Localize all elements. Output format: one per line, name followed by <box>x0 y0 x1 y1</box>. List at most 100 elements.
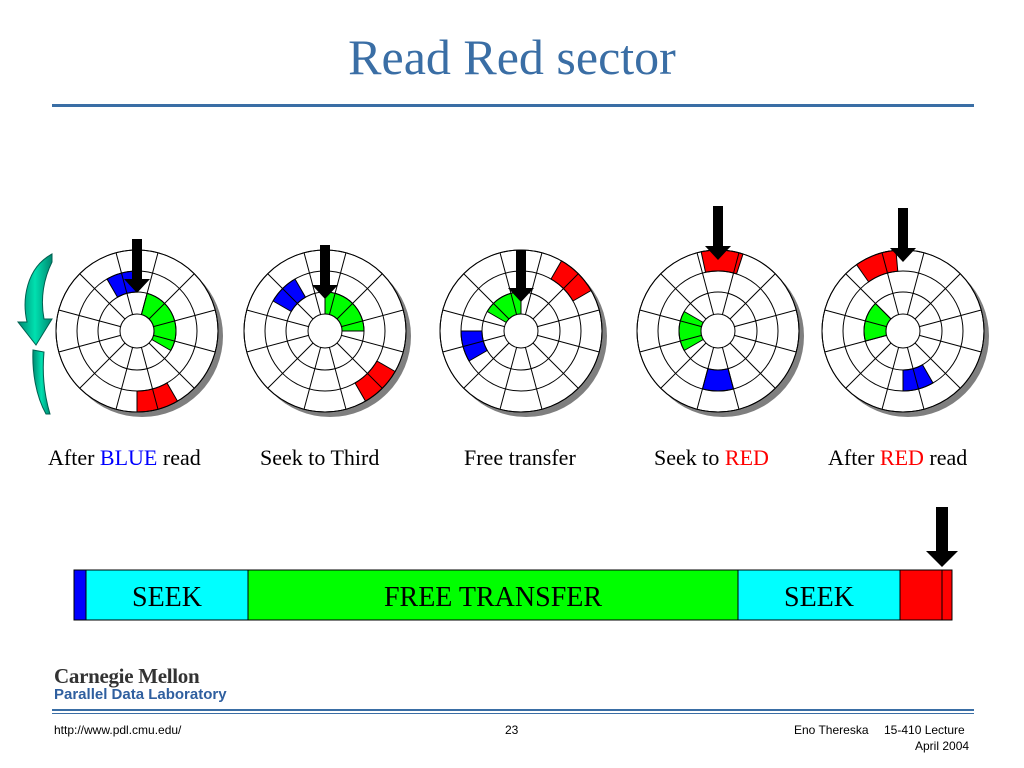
disk-spoke <box>845 342 892 389</box>
disk-spoke <box>246 309 309 328</box>
disk-spoke <box>442 309 505 328</box>
disk-spoke <box>824 334 887 353</box>
disk-spoke <box>463 273 510 320</box>
timeline-segment <box>737 569 901 621</box>
footer-divider <box>52 709 974 711</box>
caption-after-red-read: After RED read <box>828 445 967 471</box>
logo-carnegie-mellon: Carnegie Mellon <box>54 664 200 688</box>
disk-spoke <box>463 342 510 389</box>
caption-after-blue-read: After BLUE read <box>48 445 201 471</box>
disk-spoke <box>729 273 776 320</box>
disk-spoke <box>639 309 702 328</box>
footer-course: 15-410 Lecture <box>884 723 965 737</box>
disk-spoke <box>341 309 404 328</box>
disk-spoke <box>532 342 579 389</box>
caption-highlight: BLUE <box>99 445 158 470</box>
slide-title: Read Red sector <box>348 29 676 85</box>
read-head-arrow-icon <box>508 250 534 302</box>
disk-spoke <box>721 252 740 315</box>
disk-spoke <box>499 347 518 410</box>
timeline-label: SEEK <box>132 582 202 613</box>
disk-spoke <box>148 342 195 389</box>
disk-spoke <box>341 334 404 353</box>
disk-spoke <box>153 334 216 353</box>
disk-track <box>885 313 921 349</box>
disk-spoke <box>734 334 797 353</box>
disk-spoke <box>696 347 715 410</box>
caption-highlight: RED <box>724 445 769 470</box>
caption-text: Seek to Third <box>260 445 380 470</box>
caption-text: Free transfer <box>464 445 576 470</box>
read-head-arrow-icon <box>124 239 150 293</box>
disk-spoke <box>267 273 314 320</box>
disk-track <box>863 291 943 371</box>
footer-author: Eno Thereska <box>794 723 869 737</box>
disk-spoke <box>824 309 887 328</box>
disk-spoke <box>336 273 383 320</box>
disk-spoke <box>115 347 134 410</box>
timeline-segment <box>73 569 87 621</box>
disk-platter <box>821 208 989 417</box>
disk-spoke <box>919 309 982 328</box>
disk-track <box>700 313 736 349</box>
disk-spoke <box>660 273 707 320</box>
caption-text: Seek to <box>654 445 725 470</box>
read-head-arrow-icon <box>705 206 731 260</box>
disk-spoke <box>696 252 715 315</box>
disk-spoke <box>79 342 126 389</box>
disk-platter <box>243 245 411 417</box>
disk-spoke <box>303 252 322 315</box>
disk-spoke <box>115 252 134 315</box>
timeline-position-arrow-icon <box>926 507 958 567</box>
caption-free-transfer: Free transfer <box>464 445 576 471</box>
disk-spoke <box>639 334 702 353</box>
disk-track <box>657 270 779 392</box>
disk-spoke <box>532 273 579 320</box>
disk-spoke <box>524 347 543 410</box>
disk-spoke <box>328 252 347 315</box>
disk-spoke <box>729 342 776 389</box>
disk-spoke <box>845 273 892 320</box>
disk-spoke <box>881 347 900 410</box>
timeline-label: FREE TRANSFER <box>384 582 602 613</box>
disk-spoke <box>140 252 159 315</box>
disk-track <box>307 313 343 349</box>
footer-divider-thin <box>52 713 974 714</box>
disk-spoke <box>914 273 961 320</box>
disk-spoke <box>906 347 925 410</box>
disk-spoke <box>58 309 121 328</box>
disk-spoke <box>336 342 383 389</box>
rotation-arrow-tail-icon <box>32 349 51 415</box>
read-head-arrow-icon <box>890 208 916 262</box>
disk-platter <box>55 239 223 417</box>
disk-spoke <box>881 252 900 315</box>
footer-url[interactable]: http://www.pdl.cmu.edu/ <box>54 723 182 737</box>
timeline-label: SEEK <box>784 582 854 613</box>
disk-spoke <box>442 334 505 353</box>
caption-text: After <box>48 445 100 470</box>
footer-date: April 2004 <box>915 739 970 753</box>
disk-track <box>503 313 539 349</box>
caption-seek-red: Seek to RED <box>654 445 769 471</box>
disk-spoke <box>537 334 600 353</box>
disk-spoke <box>914 342 961 389</box>
disk-spoke <box>79 273 126 320</box>
disk-spoke <box>58 334 121 353</box>
caption-highlight: RED <box>879 445 924 470</box>
disk-spoke <box>148 273 195 320</box>
disk-track <box>119 313 155 349</box>
timeline-segment <box>899 569 953 621</box>
disk-spoke <box>721 347 740 410</box>
page-number: 23 <box>505 723 519 737</box>
timeline-segment <box>247 569 739 621</box>
disk-track <box>678 291 758 371</box>
disk-spoke <box>303 347 322 410</box>
disk-platter <box>439 249 607 417</box>
disk-spoke <box>499 252 518 315</box>
disk-spoke <box>153 309 216 328</box>
disk-spoke <box>660 342 707 389</box>
caption-text: After <box>828 445 880 470</box>
caption-seek-third: Seek to Third <box>260 445 379 471</box>
disk-spoke <box>267 342 314 389</box>
